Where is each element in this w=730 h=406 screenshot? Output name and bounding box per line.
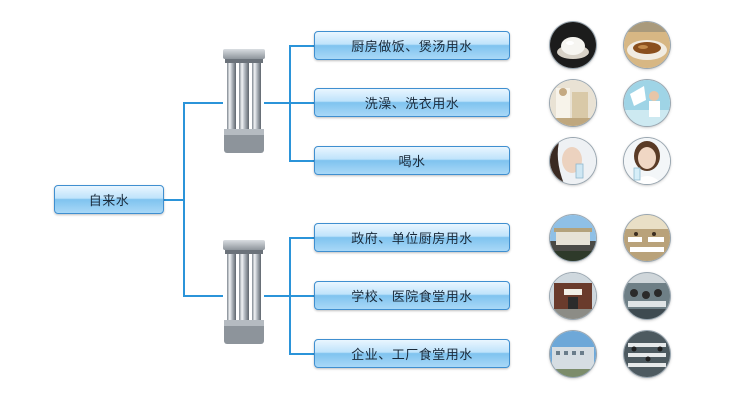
factory-building-photo	[550, 331, 596, 377]
laundry-woman-photo	[624, 80, 670, 126]
school-gate-photo	[550, 273, 596, 319]
soup-dish-photo	[624, 22, 670, 68]
upper-item-connector-2	[289, 102, 315, 104]
usage-cooking-label: 厨房做饭、煲汤用水	[314, 31, 510, 60]
rice-bowl-photo	[550, 22, 596, 68]
lower-branch-connector	[264, 295, 290, 297]
trunk-connector	[162, 199, 184, 201]
usage-government-kitchen-label: 政府、单位厨房用水	[314, 223, 510, 252]
upper-water-filter-icon	[222, 49, 266, 155]
upper-item-connector-3	[289, 160, 315, 162]
smiling-woman-glass-photo	[624, 138, 670, 184]
usage-factory-canteen-label: 企业、工厂食堂用水	[314, 339, 510, 368]
lower-water-filter-icon	[222, 240, 266, 346]
usage-school-hospital-canteen-label: 学校、医院食堂用水	[314, 281, 510, 310]
student-canteen-photo	[624, 273, 670, 319]
usage-drinking-label: 喝水	[314, 146, 510, 175]
lower-filter-connector	[183, 295, 223, 297]
lower-item-connector-2	[289, 295, 315, 297]
lower-item-connector-3	[289, 353, 315, 355]
bath-towels-photo	[550, 80, 596, 126]
lower-item-connector-1	[289, 237, 315, 239]
drinking-woman-photo	[550, 138, 596, 184]
trunk-vertical-connector	[183, 102, 185, 297]
upper-branch-connector	[264, 102, 290, 104]
worker-canteen-photo	[624, 331, 670, 377]
usage-bathing-laundry-label: 洗澡、洗衣用水	[314, 88, 510, 117]
government-building-photo	[550, 215, 596, 261]
canteen-hall-photo	[624, 215, 670, 261]
source-tap-water-label: 自来水	[54, 185, 164, 214]
upper-filter-connector	[183, 102, 223, 104]
upper-item-connector-1	[289, 45, 315, 47]
